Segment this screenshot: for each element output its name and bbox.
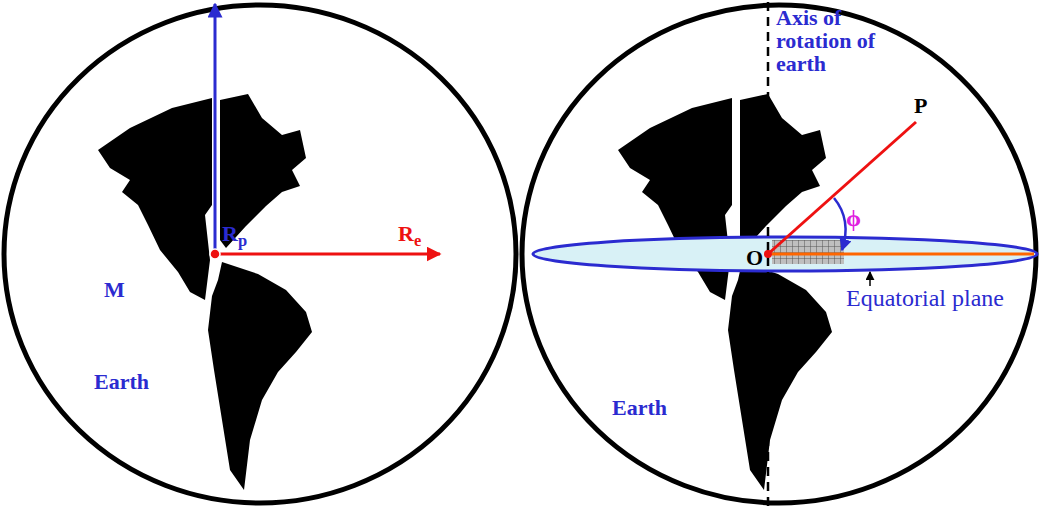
origin-label: O xyxy=(746,246,763,269)
axis-label: Axis of rotation of earth xyxy=(776,6,876,75)
point-label: P xyxy=(914,94,927,117)
polar-radius-arrow xyxy=(214,4,217,254)
angle-label: ϕ xyxy=(846,206,861,231)
earth-outline xyxy=(522,5,1036,503)
earth-outline xyxy=(4,5,516,503)
continents xyxy=(618,94,832,490)
plane-hatch xyxy=(772,240,844,264)
plane-label: Equatorial plane xyxy=(846,286,1004,311)
radius-label: Re xyxy=(398,222,421,249)
earth-label: Earth xyxy=(612,396,667,419)
equatorial-line xyxy=(772,253,1034,256)
center-dot xyxy=(210,249,220,259)
radius-label: Rp xyxy=(222,222,247,249)
center-dot xyxy=(764,250,772,258)
equatorial-plane xyxy=(533,237,1037,271)
radius-line xyxy=(768,122,916,254)
equatorial-radius-arrow xyxy=(215,253,440,256)
mass-label: M xyxy=(104,278,125,301)
earth-label: Earth xyxy=(94,370,149,393)
angle-arc xyxy=(834,198,846,250)
continents xyxy=(98,94,312,490)
